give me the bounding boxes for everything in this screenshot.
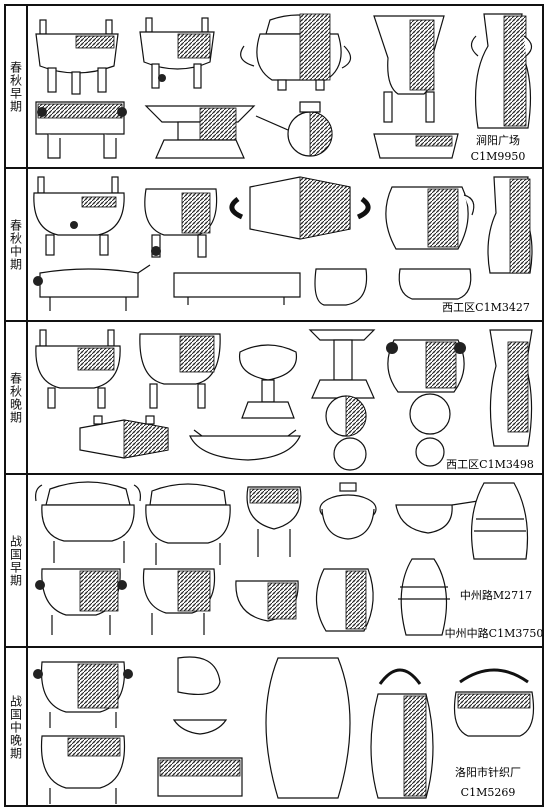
yi-vessel — [395, 500, 479, 534]
dou-vessel — [246, 486, 302, 557]
hu-vessel — [385, 186, 475, 250]
animal-vessel — [35, 101, 127, 159]
lamp-vessel — [157, 656, 243, 797]
animal-vessel — [33, 264, 151, 311]
hu-vessel — [470, 13, 533, 129]
vessel-drawings: 涧阳广场 C1M9950 — [35, 13, 533, 163]
period-row-3: 春秋晚期 — [6, 322, 542, 475]
tomb-label: C1M5269 — [461, 786, 516, 799]
period-label: 春秋中期 — [8, 218, 23, 271]
ding-vessel — [139, 17, 215, 89]
vessel-drawings: 西工区C1M3427 — [33, 176, 533, 314]
dui-vessel — [79, 415, 169, 459]
site-label: 西工区C1M3427 — [442, 301, 530, 314]
he-vessel — [255, 101, 333, 157]
basin-vessel — [373, 133, 459, 159]
hu-vessel — [398, 558, 450, 636]
dou-vessel — [235, 580, 299, 622]
site-label: 西工区C1M3498 — [446, 458, 534, 471]
period-label-cell: 战国中晚期 — [6, 648, 28, 807]
period-label-cell: 春秋晚期 — [6, 322, 28, 473]
zhou-vessel — [398, 268, 472, 300]
period-label: 战国早期 — [8, 534, 23, 587]
lidded-ding — [35, 481, 141, 563]
period-label-cell: 春秋中期 — [6, 169, 28, 320]
tomb-label: C1M9950 — [471, 150, 526, 163]
period-label: 春秋早期 — [8, 60, 23, 113]
ding-vessel — [33, 176, 125, 256]
ding-vessel — [35, 19, 119, 95]
lidded-ding — [33, 661, 133, 728]
ding-vessel — [35, 329, 121, 409]
site-label: 中州路M2717 — [460, 589, 532, 602]
hu-vessel — [386, 339, 466, 393]
site-label: 洛阳市针织厂 — [455, 765, 521, 779]
yi-vessel — [314, 268, 368, 306]
vessel-drawings: 中州路M2717 中州中路C1M3750 — [35, 481, 542, 640]
lidded-vessel — [240, 13, 352, 91]
vessel-drawings: 洛阳市针织厂 C1M5269 — [33, 656, 535, 804]
period-label-cell: 春秋早期 — [6, 6, 28, 167]
site-label: 涧阳广场 — [476, 133, 520, 147]
tihu-vessel — [370, 668, 434, 799]
plate-frame: 春秋早期 — [4, 4, 544, 807]
period-label-cell: 战国早期 — [6, 475, 28, 646]
lidded-ding — [40, 735, 126, 804]
period-label: 战国中晚期 — [8, 695, 23, 760]
dui-vessel — [229, 176, 371, 240]
hu-vessel — [470, 482, 529, 560]
dou-vessel — [144, 105, 256, 159]
fanghu-vessel — [265, 657, 351, 799]
pan-vessel — [173, 272, 301, 305]
ding-vessel — [35, 568, 127, 635]
hu-vessel — [315, 568, 374, 632]
tihu-vessel — [453, 668, 535, 737]
fanghu-vessel — [489, 329, 533, 447]
period-row-5: 战国中晚期 — [6, 648, 542, 807]
zun-vessel — [373, 15, 445, 123]
pan-vessel — [189, 429, 301, 461]
dou-vessel — [238, 344, 298, 419]
period-row-2: 春秋中期 — [6, 169, 542, 322]
dui-vessel — [319, 482, 377, 540]
period-row-1: 春秋早期 — [6, 6, 542, 169]
vessel-drawings: 西工区C1M3498 — [35, 329, 534, 471]
period-label: 春秋晚期 — [8, 371, 23, 424]
ding-vessel — [142, 568, 216, 635]
period-row-4: 战国早期 — [6, 475, 542, 648]
ding-vessel — [139, 333, 221, 409]
lidded-ding — [145, 483, 231, 565]
dou-vessel — [308, 329, 376, 399]
fanghu-vessel — [487, 176, 533, 274]
zhou-vessel — [409, 393, 451, 467]
ding-vessel — [144, 188, 218, 258]
site-label: 中州中路C1M3750 — [445, 627, 542, 640]
he-vessel — [325, 395, 367, 471]
